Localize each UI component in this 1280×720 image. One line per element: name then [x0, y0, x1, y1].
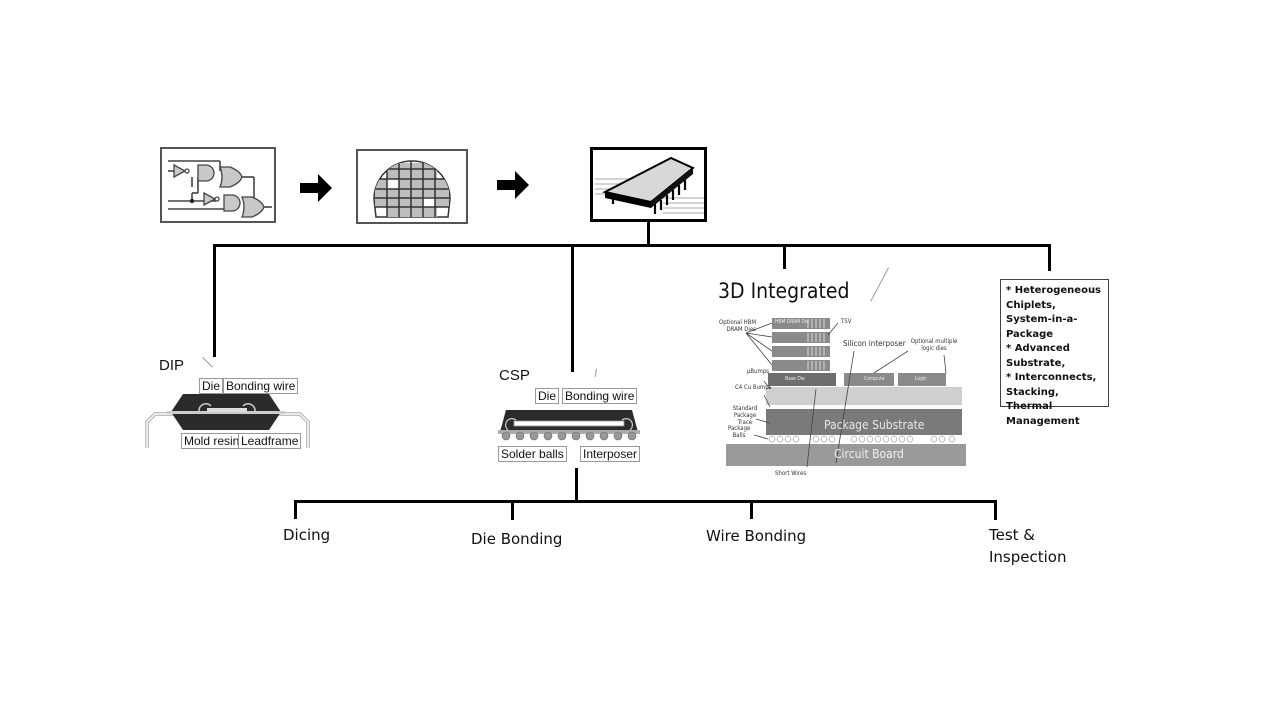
pointer-line	[202, 357, 213, 368]
threed-label-optional-logic: Optional multiple logic dies	[910, 338, 958, 352]
threed-stack-diagram	[726, 315, 968, 476]
threed-title: 3D Integrated	[718, 279, 850, 303]
connector-line	[575, 468, 578, 501]
threed-label-package-balls: Package Balls	[728, 425, 751, 439]
arrow-right-icon	[298, 172, 334, 209]
threed-label-ubumps: μBumps	[747, 368, 770, 375]
note-line: * Heterogeneous Chiplets, System-in-a-Pa…	[1006, 285, 1102, 340]
ic-chip-icon	[595, 156, 704, 214]
packaged-chip-box	[590, 147, 707, 222]
threed-label-standard-trace: Standard Package Trace	[732, 405, 758, 426]
dip-label-mold-resin: Mold resin	[181, 433, 243, 449]
threed-label-silicon-interposer: Silicon interposer	[843, 339, 906, 348]
threed-label-c4-bumps: C4 Cu Bumps	[735, 384, 772, 391]
note-line: * Advanced Substrate,	[1006, 343, 1070, 369]
wafer-box	[356, 149, 468, 224]
threed-label-base-die: Base Die	[785, 376, 805, 382]
csp-label-interposer: Interposer	[580, 446, 641, 462]
dip-label-die: Die	[199, 378, 224, 394]
advanced-packaging-notes: * Heterogeneous Chiplets, System-in-a-Pa…	[1000, 279, 1109, 427]
csp-label-solder-balls: Solder balls	[498, 446, 567, 462]
process-step-inspection: Inspection	[989, 548, 1067, 566]
threed-label-short-wires: Short Wires	[775, 470, 807, 477]
process-step-test: Test &	[989, 526, 1036, 544]
connector-line	[294, 500, 297, 519]
connector-line	[511, 502, 514, 520]
logic-circuit-box	[160, 147, 276, 223]
csp-label-bonding-wire: Bonding wire	[562, 388, 638, 404]
connector-line	[783, 246, 786, 269]
process-step-dicing: Dicing	[283, 526, 331, 544]
connector-line	[294, 500, 997, 503]
connector-line	[1048, 244, 1051, 271]
dip-label-leadframe: Leadframe	[238, 433, 302, 449]
wafer-grid-icon	[373, 160, 451, 218]
threed-label-optional-hbm: Optional HBM DRAM Dies	[719, 319, 756, 333]
connector-line	[647, 221, 650, 246]
threed-label-package-substrate: Package Substrate	[824, 418, 925, 432]
threed-label-compute: Compute	[864, 376, 885, 382]
threed-label-logic: Logic	[915, 376, 927, 382]
connector-line	[213, 244, 216, 357]
process-step-die-bonding: Die Bonding	[471, 530, 563, 548]
threed-label-tsv: TSV	[841, 318, 852, 325]
connector-line	[213, 244, 1051, 247]
arrow-right-icon	[495, 169, 531, 206]
csp-title: CSP	[499, 367, 530, 384]
pointer-line	[870, 267, 889, 302]
pointer-line	[594, 368, 597, 377]
connector-line	[994, 500, 997, 520]
csp-label-die: Die	[535, 388, 560, 404]
dip-title: DIP	[159, 357, 185, 374]
connector-line	[750, 502, 753, 519]
process-step-wire-bonding: Wire Bonding	[706, 527, 807, 545]
dip-package-diagram	[145, 378, 310, 455]
logic-gates-icon	[168, 160, 272, 218]
connector-line	[571, 246, 574, 372]
threed-label-hbm-die: HBM DRAM Die	[775, 319, 810, 325]
note-line: * Interconnects, Stacking, Thermal Manag…	[1006, 372, 1097, 427]
csp-package-diagram	[496, 402, 642, 447]
threed-label-circuit-board: Circuit Board	[834, 447, 904, 461]
dip-label-bonding-wire: Bonding wire	[223, 378, 299, 394]
